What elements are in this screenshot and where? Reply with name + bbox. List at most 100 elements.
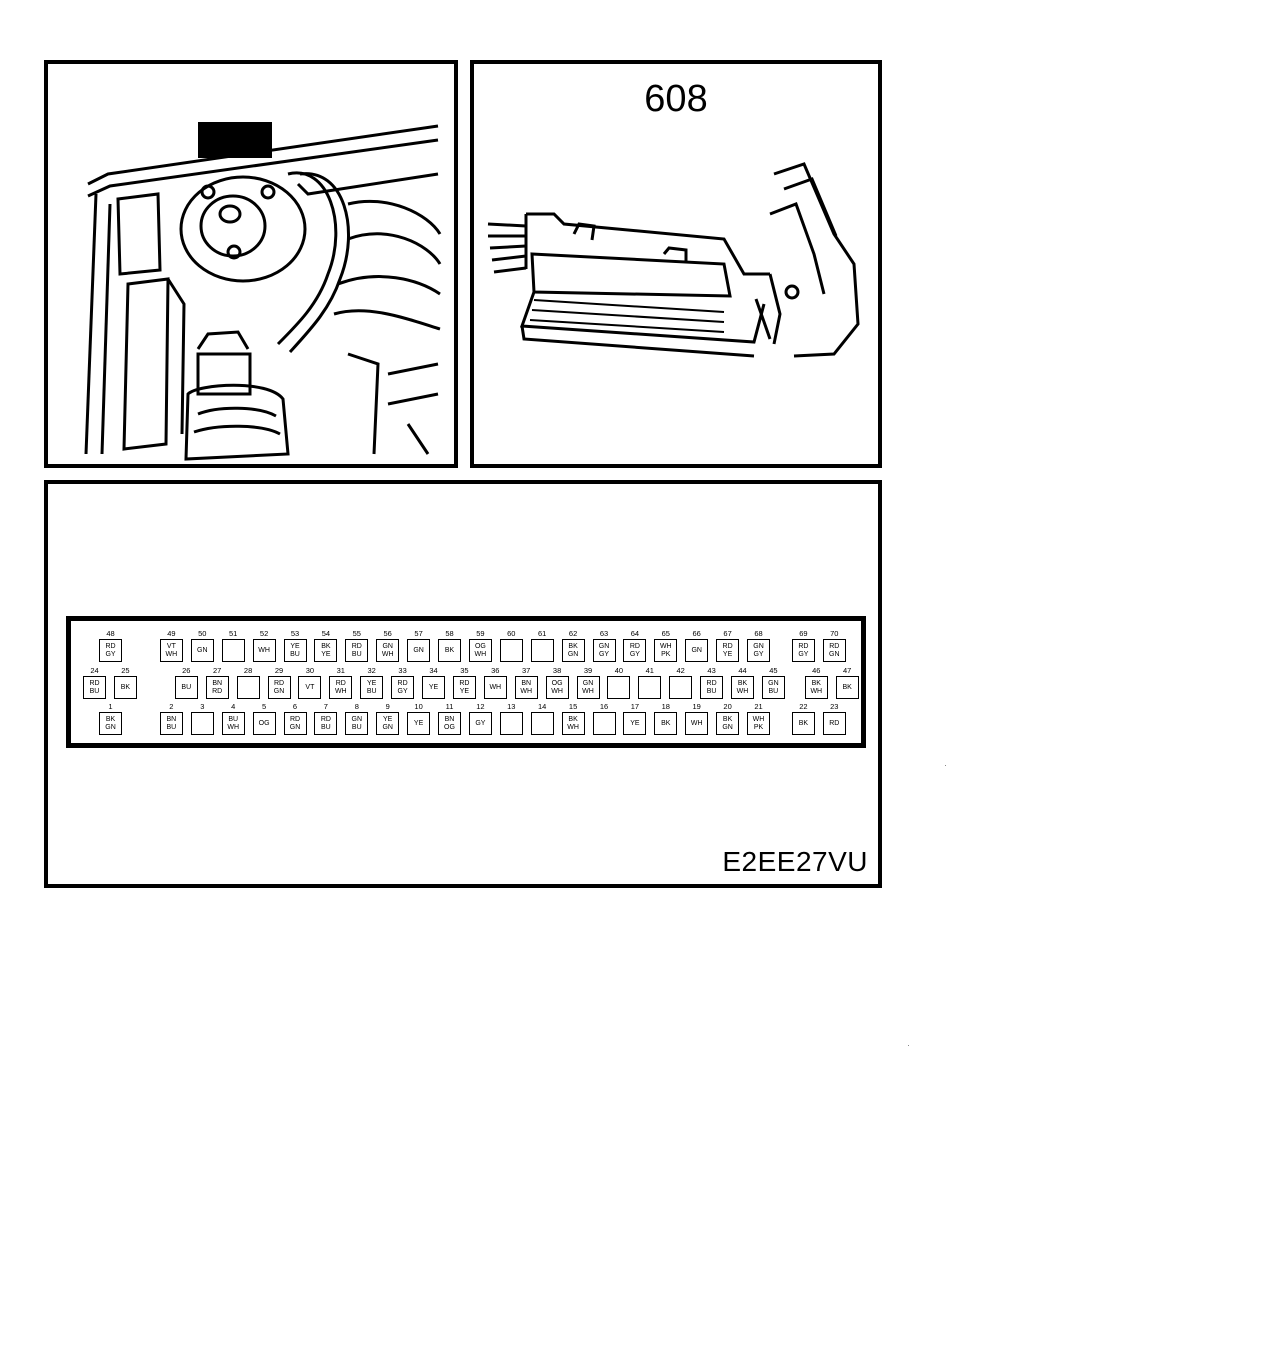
pin-number: 5 <box>262 702 267 711</box>
wire-color-code: OG <box>444 723 455 731</box>
wire-color-code: GN <box>289 723 301 731</box>
pin-number: 34 <box>429 666 438 675</box>
wire-color-code: PK <box>661 650 671 658</box>
wire-color-code: GN <box>382 643 393 650</box>
wire-color-code: WH <box>690 719 703 727</box>
wire-color-code: RD <box>320 716 331 723</box>
wire-color-code: BU <box>321 723 331 731</box>
pin-3 <box>190 712 214 735</box>
pin-number: 61 <box>538 629 547 638</box>
pin-number: 17 <box>630 702 640 711</box>
wire-color-code: GY <box>753 650 764 658</box>
wire-color-code: RD <box>105 643 116 650</box>
wire-color-code: GN <box>598 643 610 650</box>
wire-color-code: BU <box>351 650 362 658</box>
wire-color-code: YE <box>459 687 470 695</box>
pin-number: 69 <box>799 629 808 638</box>
pin-number: 53 <box>290 629 300 638</box>
speck <box>908 1045 909 1046</box>
wire-color-code: GN <box>691 646 702 654</box>
wire-color-code: GN <box>582 680 594 687</box>
wire-color-code: VT <box>166 643 176 650</box>
wire-color-code: BK <box>798 719 809 727</box>
pin-13 <box>499 712 523 735</box>
pin-number: 48 <box>106 629 115 638</box>
wire-color-code: BK <box>321 643 331 650</box>
pin-5: OG <box>252 712 276 735</box>
wire-color-code: RD <box>397 680 408 687</box>
pin-number: 51 <box>229 629 238 638</box>
pin-number: 18 <box>661 702 670 711</box>
wire-color-code: GN <box>768 680 779 687</box>
wire-color-code: GN <box>351 716 363 723</box>
pin-number: 46 <box>812 666 821 675</box>
pin-number: 70 <box>830 629 839 638</box>
pin-number: 27 <box>213 666 222 675</box>
pin-19: WH <box>685 712 709 735</box>
wire-color-code: RD <box>459 680 470 687</box>
pin-40 <box>607 676 631 699</box>
wire-color-code: RD <box>798 643 809 650</box>
pin-number: 52 <box>259 629 269 638</box>
pin-number: 56 <box>383 629 392 638</box>
pin-number: 68 <box>754 629 763 638</box>
pin-number: 67 <box>723 629 732 638</box>
wire-color-code: BN <box>521 680 532 687</box>
pin-number: 26 <box>182 666 191 675</box>
wire-color-code: BU <box>181 683 192 691</box>
wire-color-code: YE <box>428 683 439 691</box>
wire-color-code: BN <box>166 716 177 723</box>
wire-color-code: RD <box>829 643 840 650</box>
pin-28 <box>236 676 260 699</box>
pin-number: 42 <box>676 666 685 675</box>
wire-color-code: GY <box>105 650 116 658</box>
wire-color-code: WH <box>659 643 672 650</box>
pin-66: GN <box>685 639 709 662</box>
wire-color-code: BK <box>568 643 578 650</box>
wire-color-code: OG <box>258 719 270 727</box>
wire-color-code: GY <box>629 650 640 658</box>
wire-color-code: YE <box>290 643 300 650</box>
pin-number: 45 <box>769 666 778 675</box>
pin-number: 33 <box>398 666 407 675</box>
pin-number: 58 <box>445 629 454 638</box>
pin-number: 38 <box>552 666 562 675</box>
wire-color-code: YE <box>321 650 331 658</box>
wire-color-code: GN <box>382 723 393 731</box>
pin-41 <box>638 676 662 699</box>
wire-color-code: RD <box>335 680 346 687</box>
pin-51 <box>221 639 245 662</box>
wire-color-code: WH <box>520 687 533 695</box>
pin-22: BK <box>791 712 815 735</box>
pin-number: 10 <box>414 702 423 711</box>
engine-bay-illustration <box>44 60 458 468</box>
pin-number: 31 <box>336 666 345 675</box>
pin-number: 55 <box>352 629 361 638</box>
pin-10: YE <box>407 712 431 735</box>
figure-code: E2EE27VU <box>722 846 868 877</box>
wire-color-code: OG <box>474 643 486 650</box>
wire-color-code: GN <box>273 687 285 695</box>
pin-number: 4 <box>231 702 236 711</box>
wire-color-code: RD <box>829 719 840 727</box>
wire-color-code: WH <box>551 687 563 695</box>
pin-36: WH <box>483 676 507 699</box>
wire-color-code: BU <box>706 687 717 695</box>
wire-color-code: BU <box>228 716 239 723</box>
wire-color-code: BK <box>722 716 733 723</box>
pin-number: 43 <box>707 666 716 675</box>
pin-number: 32 <box>367 666 376 675</box>
